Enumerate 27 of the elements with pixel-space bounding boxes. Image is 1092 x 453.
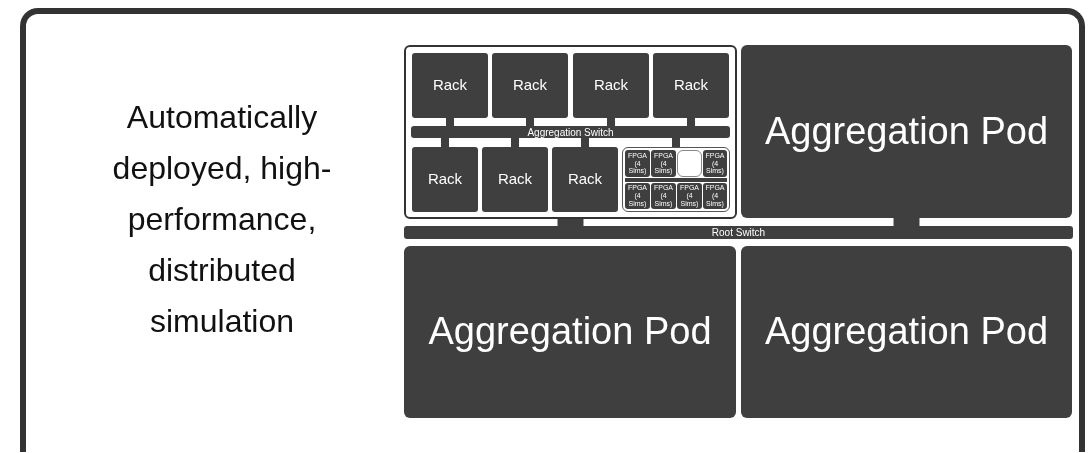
pod-box: Aggregation Pod (404, 246, 736, 418)
switch-bar (625, 178, 727, 182)
link-connector (446, 118, 454, 126)
link-connector (607, 118, 615, 126)
link-connector (526, 118, 534, 126)
pod-box: Aggregation Pod (741, 246, 1072, 418)
link-connector (581, 138, 589, 147)
rack-box: Rack (412, 147, 478, 212)
rack-box: Rack (492, 53, 568, 118)
link-connector (557, 219, 584, 226)
rack-box: Rack (573, 53, 649, 118)
description-text: Automatically deployed, high-performance, distributed simulation (111, 98, 333, 341)
switch-bar: Root Switch (404, 226, 1073, 239)
switch-bar: Aggregation Switch (411, 126, 730, 138)
rack-box: Rack (482, 147, 548, 212)
link-connector (441, 138, 449, 147)
link-connector (672, 138, 680, 147)
link-connector (511, 138, 519, 147)
link-connector (687, 118, 695, 126)
rack-box: Rack (412, 53, 488, 118)
pod-container (404, 45, 737, 219)
server-box (622, 147, 730, 212)
rack-box: Rack (653, 53, 729, 118)
pod-box: Aggregation Pod (741, 45, 1072, 218)
host-box (677, 150, 702, 177)
rack-box: Rack (552, 147, 618, 212)
link-connector (893, 218, 920, 226)
